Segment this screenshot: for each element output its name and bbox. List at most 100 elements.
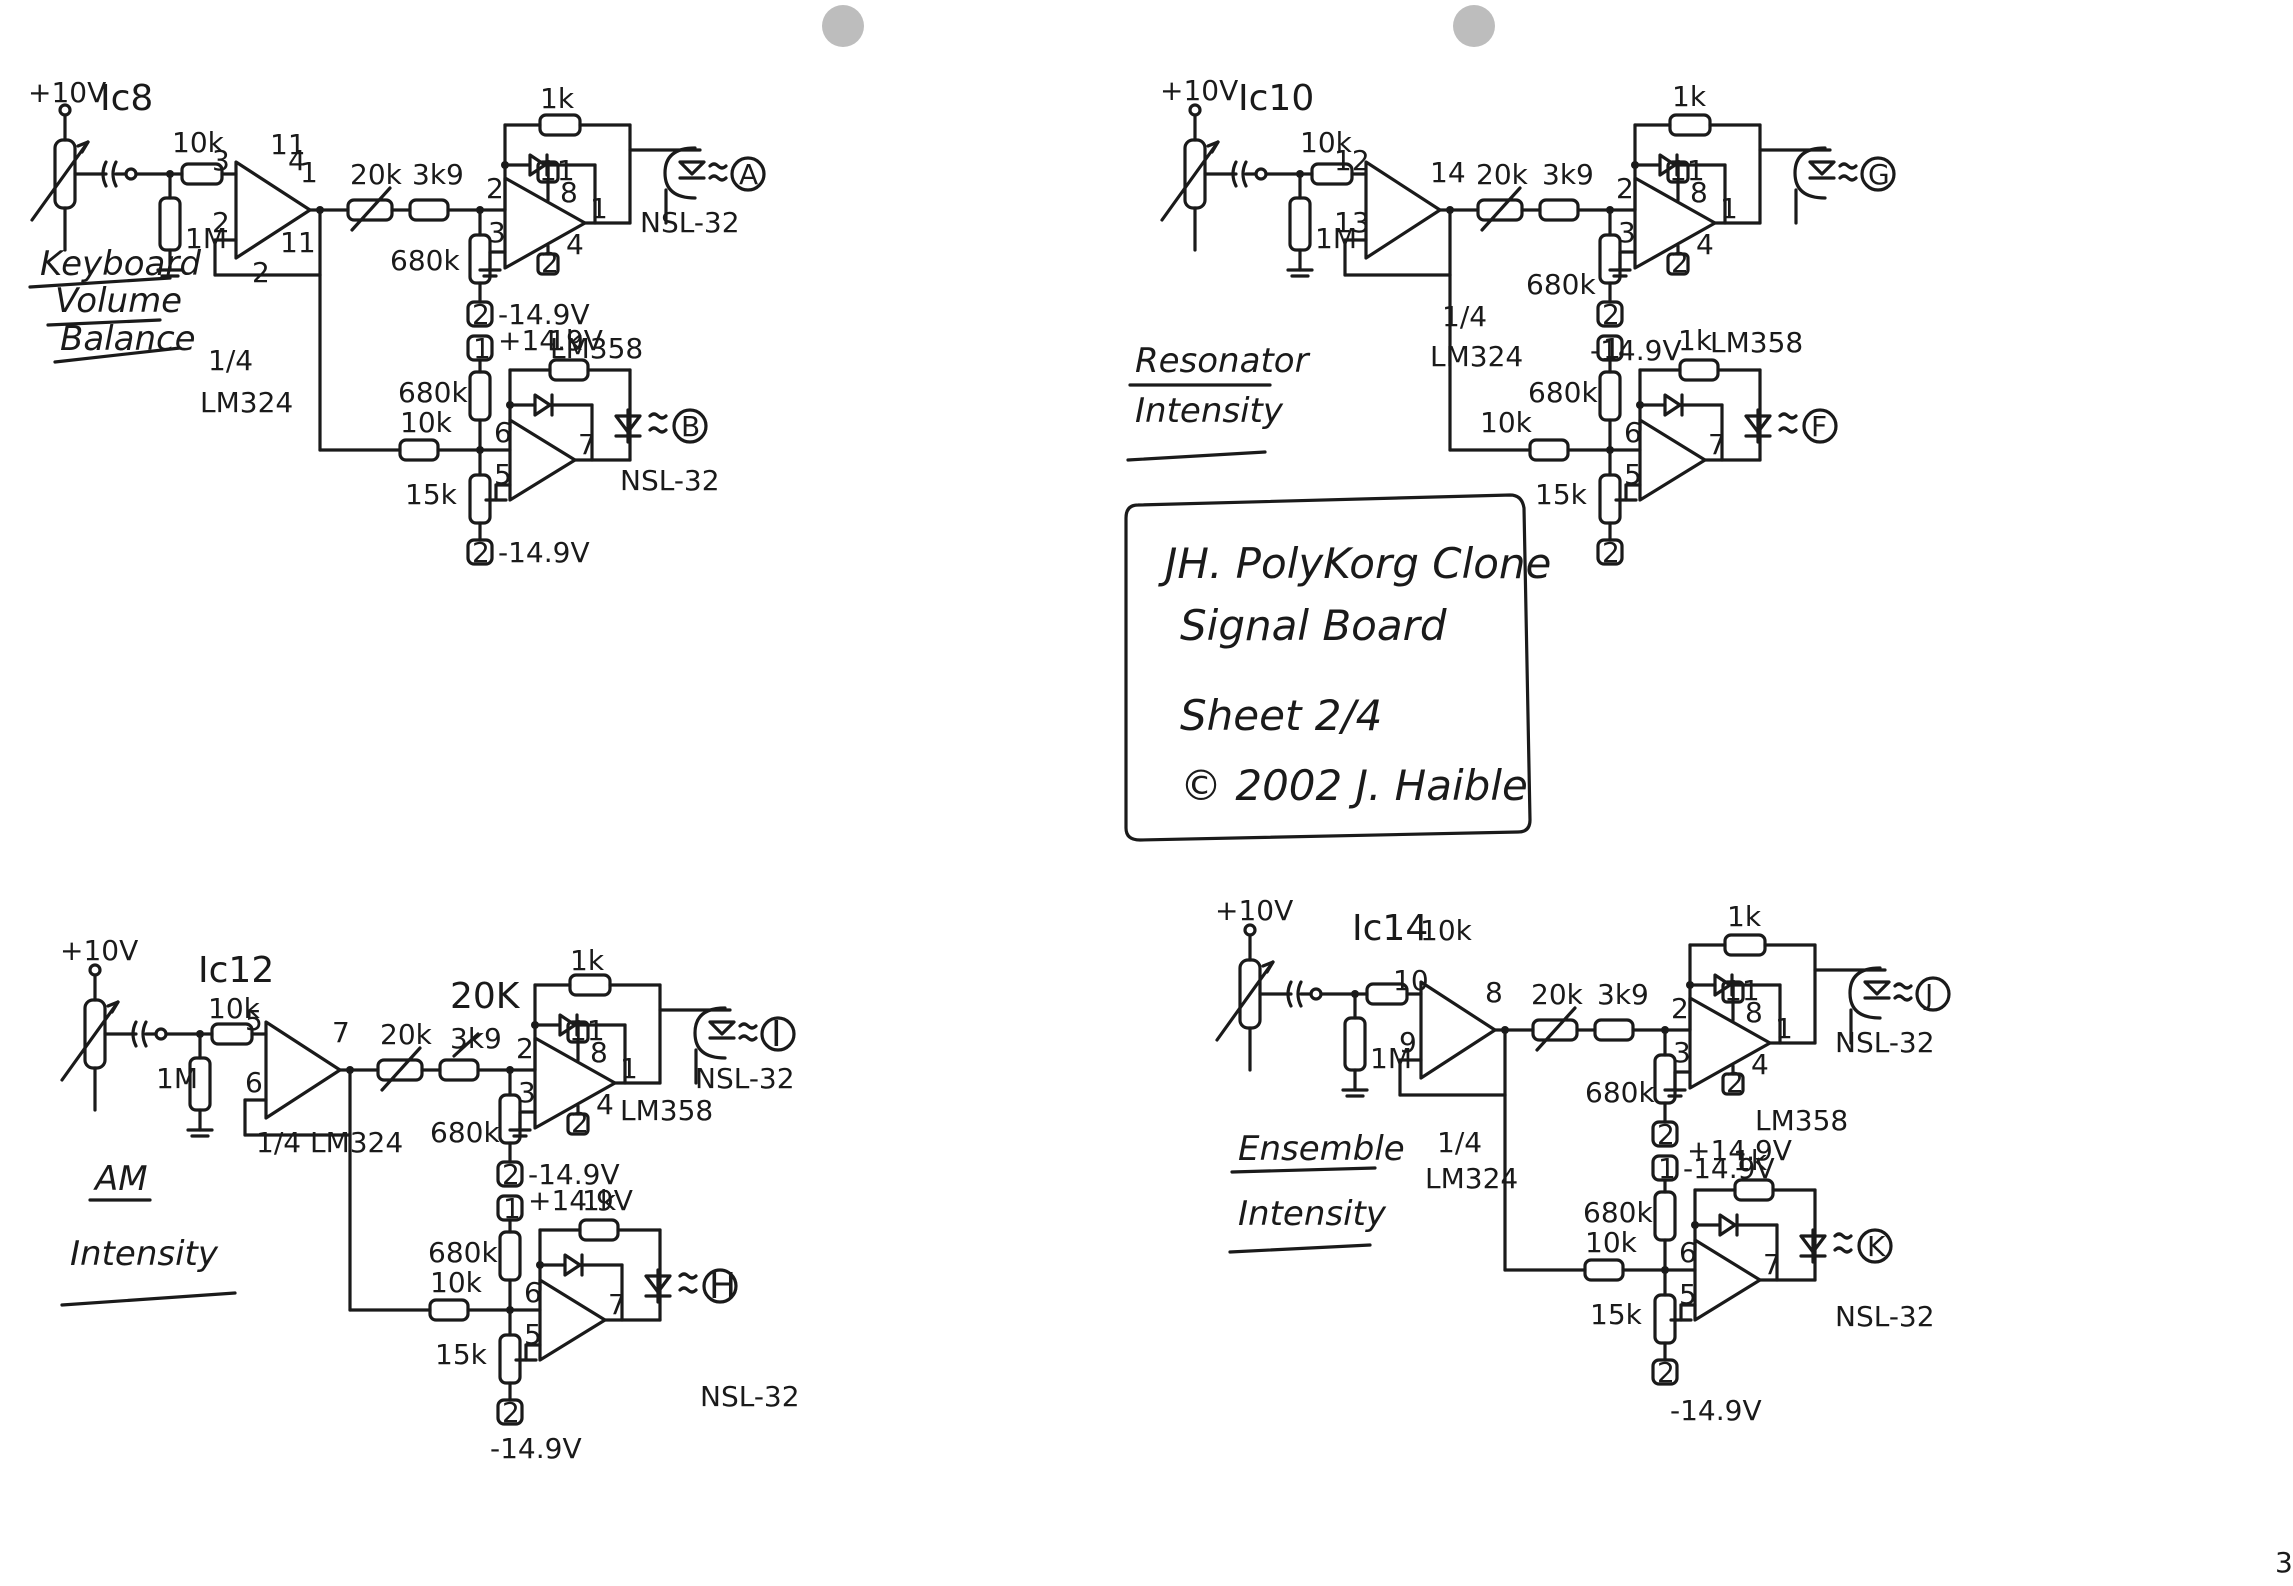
title-block-border	[1124, 493, 1532, 842]
label-pos-b: +14.9V	[498, 324, 603, 357]
label-u3-minus: 6	[494, 416, 512, 449]
label-u2-minus: 2	[516, 1032, 534, 1065]
label-lm358: LM358	[1755, 1104, 1848, 1137]
label-nsl-b: NSL-32	[620, 464, 720, 497]
label-neg-b-conn: 2	[472, 536, 490, 569]
circuit-am-intensity: +10V Ic12 10k 1M 5 6 7 1/4 LM324 20k 3k9…	[60, 934, 807, 1465]
label-u3-out: 7	[1708, 428, 1726, 461]
label-neg-a: -14.9V	[528, 1158, 620, 1191]
label-r-fb-b: 1k	[548, 324, 583, 357]
label-r-fb-b: 1k	[1733, 1144, 1768, 1177]
label-u2-p8: 8	[1745, 996, 1763, 1029]
label-u1-plus: 10	[1393, 964, 1429, 997]
label-r-in: 10k	[1300, 126, 1353, 159]
label-r-in: 10k	[208, 992, 261, 1025]
label-u1-out: 14	[1430, 156, 1466, 189]
label-r-fb-b: 1k	[582, 1184, 617, 1217]
label-r-ser: 3k9	[450, 1022, 502, 1055]
label-lm358: LM358	[620, 1094, 713, 1127]
label-r-in: 10k	[1420, 914, 1473, 947]
label-r-div: 680k	[390, 244, 460, 277]
label-u2-out: 1	[620, 1052, 638, 1085]
label-u1-type2: LM324	[200, 386, 293, 419]
label-u1-pwr-top: 11	[270, 128, 306, 161]
label-neg-b-conn: 2	[1602, 536, 1620, 569]
label-supply-in: +10V	[60, 934, 138, 967]
label-r-pull: 680k	[1583, 1196, 1653, 1229]
label-r-pull: 680k	[1528, 376, 1598, 409]
label-r-div: 680k	[1585, 1076, 1655, 1109]
label-u2-minus: 2	[486, 172, 504, 205]
label-u1-out: 8	[1485, 976, 1503, 1009]
page-number: 3	[2275, 1546, 2293, 1579]
label-u2-pwr-bot: 2	[1726, 1066, 1744, 1099]
label-r-fb-a: 1k	[1672, 80, 1707, 113]
title-line-1: JH. PolyKorg Clone	[1158, 539, 1551, 588]
label-r-ser-alt: 20K	[450, 976, 521, 1017]
label-pos-b-conn: 1	[1658, 1152, 1676, 1185]
label-ic: Ic8	[100, 78, 153, 119]
label-r-ser: 3k9	[1597, 978, 1649, 1011]
label-r-low: 15k	[1590, 1298, 1643, 1331]
circuit-ensemble-intensity: +10V Ic14 10k 1M 10 9 8 1/4 LM324 20k 3k…	[1215, 894, 1962, 1427]
label-u1-out: 1	[300, 156, 318, 189]
label-u1-minus: 9	[1399, 1026, 1417, 1059]
label-supply-in: +10V	[28, 76, 106, 109]
label-u2-pwr-bot: 2	[1671, 246, 1689, 279]
label-u1-pwr-bot2: 11	[280, 226, 316, 259]
label-r-low: 15k	[1535, 478, 1588, 511]
label-u3-plus: 5	[494, 458, 512, 491]
section-label-line: Intensity	[1238, 1194, 1387, 1234]
label-u2-p8: 8	[560, 176, 578, 209]
label-u2-minus: 2	[1616, 172, 1634, 205]
label-r-in-b: 10k	[400, 406, 453, 439]
label-u3-minus: 6	[1624, 416, 1642, 449]
label-neg-a-conn: 2	[1657, 1118, 1675, 1151]
label-nsl-a: NSL-32	[695, 1062, 795, 1095]
label-neg-b-conn: 2	[502, 1396, 520, 1429]
label-u2-pwr-top: 11	[1724, 974, 1760, 1007]
label-u1-pwr-bot: 2	[252, 256, 270, 289]
label-neg-a: -14.9V	[498, 298, 590, 331]
label-pos-b-conn: 1	[1603, 332, 1621, 365]
label-out-b: F	[1811, 410, 1827, 443]
label-r-ser: 3k9	[412, 158, 464, 191]
label-r-in: 10k	[172, 126, 225, 159]
label-u2-plus: 3	[1673, 1036, 1691, 1069]
label-neg-a: -14.9V	[1683, 1152, 1775, 1185]
label-r-in-b: 10k	[430, 1266, 483, 1299]
label-u1-type2: LM324	[1425, 1162, 1518, 1195]
label-u2-p4: 4	[1696, 228, 1714, 261]
label-u1-type: 1/4 LM324	[256, 1126, 403, 1159]
label-u3-minus: 6	[1679, 1236, 1697, 1269]
label-nsl-a: NSL-32	[1835, 1026, 1935, 1059]
label-u1-minus: 2	[212, 206, 230, 239]
label-u2-pwr-top: 11	[539, 154, 575, 187]
label-u1-pwr-top2: 4	[288, 144, 306, 177]
section-label-line: Intensity	[70, 1234, 219, 1274]
label-nsl-a: NSL-32	[640, 206, 740, 239]
label-u2-plus: 3	[488, 216, 506, 249]
label-u1-type: 1/4	[208, 344, 253, 377]
punch-hole	[1453, 5, 1495, 47]
section-label-ensemble-intensity: Ensemble Intensity	[1228, 1129, 1405, 1254]
label-u1-minus: 13	[1334, 206, 1370, 239]
schematic-drawing	[60, 963, 807, 1426]
label-u3-out: 7	[578, 428, 596, 461]
title-line-2: Signal Board	[1180, 601, 1447, 650]
label-nsl-b: NSL-32	[1835, 1300, 1935, 1333]
label-u1-plus: 5	[245, 1004, 263, 1037]
label-ic: Ic14	[1352, 908, 1428, 949]
label-lm358: LM358	[1710, 326, 1803, 359]
label-r-fb-b: 1k	[1678, 324, 1713, 357]
label-u3-out: 7	[1763, 1248, 1781, 1281]
label-u3-plus: 5	[1679, 1278, 1697, 1311]
label-r-gnd: 1M	[185, 222, 227, 255]
label-u1-type: 1/4	[1437, 1126, 1482, 1159]
label-u2-plus: 3	[1618, 216, 1636, 249]
circuit-keyboard-volume-balance: +10V Ic8 10k 1M 3 2 1 11 4 2 11 1/4 LM32…	[28, 76, 777, 569]
label-ic: Ic12	[198, 950, 274, 991]
section-label-line: Resonator	[1135, 341, 1311, 381]
section-label-line: Intensity	[1135, 391, 1284, 431]
